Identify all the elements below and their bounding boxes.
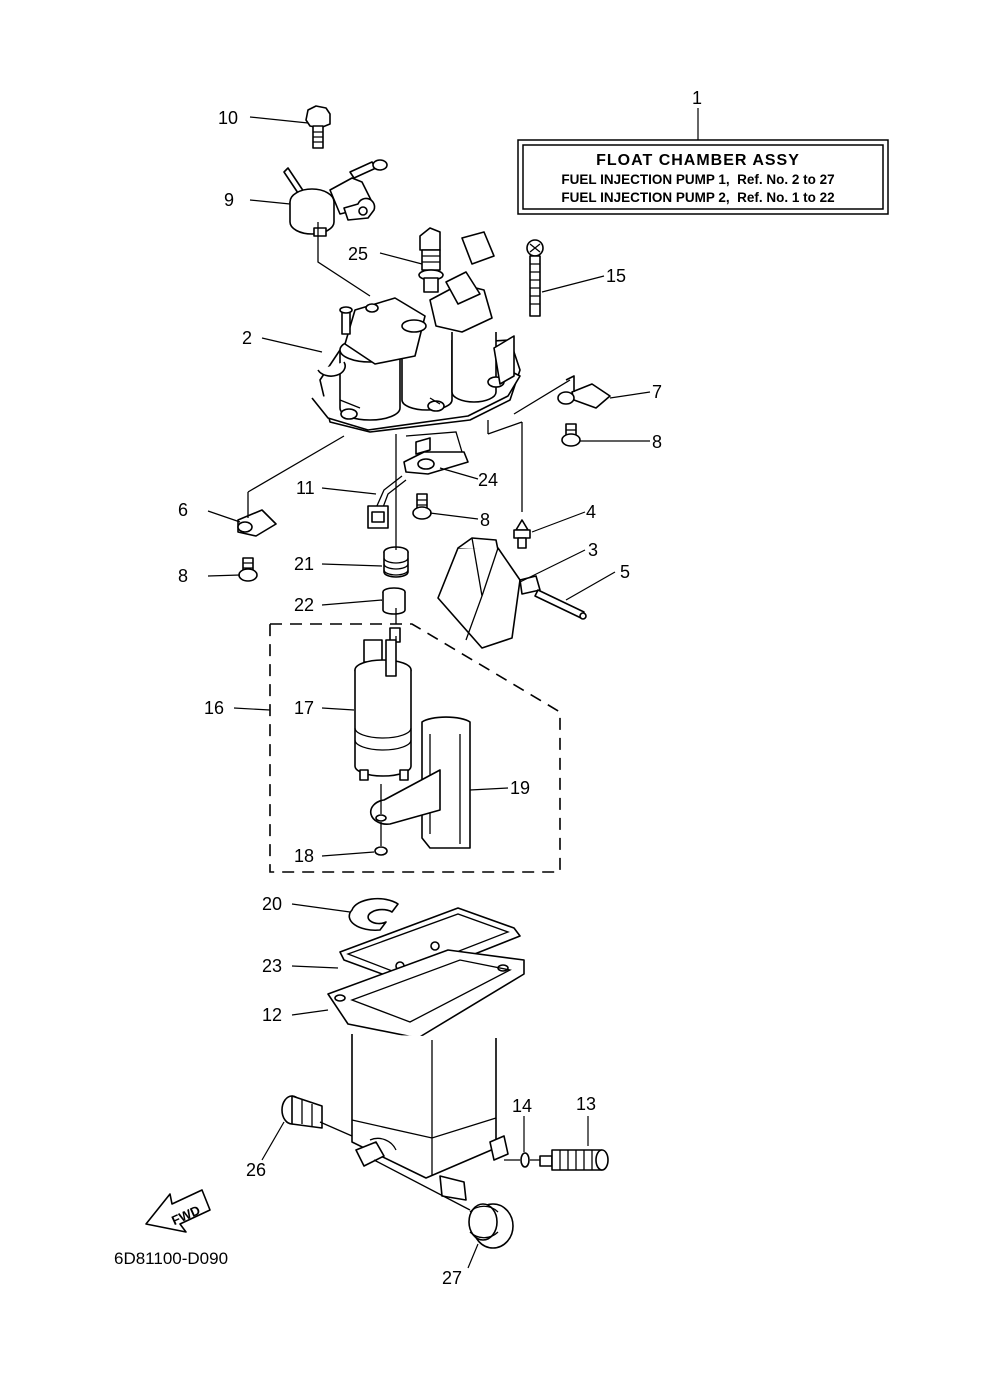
legend-line-2: FUEL INJECTION PUMP 2, Ref. No. 1 to 22 (561, 190, 834, 205)
callout-8-upper[interactable]: 8 (652, 432, 662, 452)
legend-title: FLOAT CHAMBER ASSY (596, 152, 800, 169)
callout-15[interactable]: 15 (606, 266, 626, 286)
legend-box: 1 FLOAT CHAMBER ASSY FUEL INJECTION PUMP… (517, 88, 889, 215)
part-3-float[interactable] (437, 537, 541, 649)
callout-11[interactable]: 11 (296, 478, 315, 498)
part-13-screw[interactable] (539, 1149, 609, 1171)
callout-22[interactable]: 22 (294, 595, 314, 615)
callout-1[interactable]: 1 (692, 88, 702, 108)
callout-8-left[interactable]: 8 (178, 566, 188, 586)
part-12-float-chamber[interactable] (327, 949, 525, 1201)
callout-labels: 10 9 25 15 2 7 8 24 11 8 6 4 3 5 8 21 22… (178, 108, 662, 1288)
callout-5[interactable]: 5 (620, 562, 630, 582)
part-5-pin[interactable] (534, 589, 587, 620)
part-22-grommet[interactable] (382, 587, 406, 615)
part-23-gasket[interactable] (339, 907, 521, 983)
part-18-clip[interactable] (374, 814, 388, 856)
callout-23[interactable]: 23 (262, 956, 282, 976)
callout-19[interactable]: 19 (510, 778, 530, 798)
part-7-bracket[interactable] (557, 375, 611, 409)
part-17-fuel-pump[interactable] (354, 627, 412, 781)
callout-8-middle[interactable]: 8 (480, 510, 490, 530)
callout-21[interactable]: 21 (294, 554, 314, 574)
callout-6[interactable]: 6 (178, 500, 188, 520)
callout-7[interactable]: 7 (652, 382, 662, 402)
callout-3[interactable]: 3 (588, 540, 598, 560)
callout-14[interactable]: 14 (512, 1096, 532, 1116)
callout-26[interactable]: 26 (246, 1160, 266, 1180)
fwd-arrow-icon: FWD (145, 1189, 211, 1233)
callout-9[interactable]: 9 (224, 190, 234, 210)
drawing-code: 6D81100-D090 (114, 1249, 228, 1268)
part-6-bracket[interactable] (237, 509, 277, 537)
part-16-pump-assy-outline (269, 623, 561, 873)
callout-4[interactable]: 4 (586, 502, 596, 522)
part-21-filter[interactable] (383, 546, 409, 578)
callout-16[interactable]: 16 (204, 698, 224, 718)
part-19-pump-filter[interactable] (369, 716, 471, 849)
legend-line-1: FUEL INJECTION PUMP 1, Ref. No. 2 to 27 (561, 172, 834, 187)
part-10-bolt[interactable] (305, 105, 331, 149)
callout-18[interactable]: 18 (294, 846, 314, 866)
assembly-guide-lines (247, 222, 571, 1211)
callout-20[interactable]: 20 (262, 894, 282, 914)
part-26-drain-plug[interactable] (281, 1095, 323, 1129)
part-8-bolt-middle[interactable] (412, 493, 432, 520)
callout-12[interactable]: 12 (262, 1005, 282, 1025)
callout-13[interactable]: 13 (576, 1094, 596, 1114)
callout-24[interactable]: 24 (478, 470, 498, 490)
part-24-clamp[interactable] (403, 437, 469, 475)
part-9-regulator[interactable] (283, 159, 388, 237)
leader-lines (207, 116, 651, 1269)
part-8-bolt-upper[interactable] (561, 423, 581, 447)
part-14-o-ring[interactable] (520, 1152, 530, 1168)
part-2-pump-cover[interactable] (311, 231, 521, 433)
callout-25[interactable]: 25 (348, 244, 368, 264)
part-27-grommet[interactable] (468, 1203, 514, 1249)
callout-27[interactable]: 27 (442, 1268, 462, 1288)
callout-17[interactable]: 17 (294, 698, 314, 718)
part-4-needle-valve[interactable] (513, 519, 531, 549)
part-8-bolt-left[interactable] (238, 557, 258, 582)
part-25-nipple[interactable] (418, 227, 444, 293)
part-20-retainer[interactable] (348, 897, 399, 932)
callout-10[interactable]: 10 (218, 108, 238, 128)
callout-2[interactable]: 2 (242, 328, 252, 348)
part-15-screw[interactable] (526, 239, 544, 317)
